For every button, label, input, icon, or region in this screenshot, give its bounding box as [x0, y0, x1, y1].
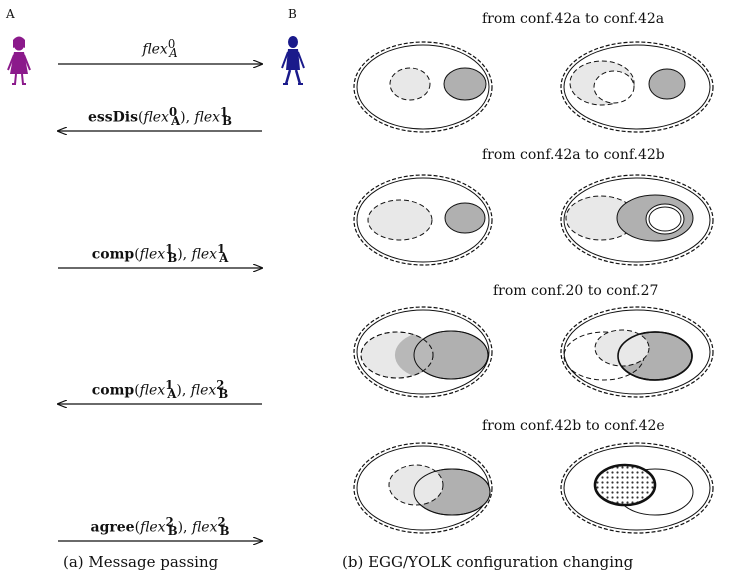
message-label-3: comp(flex1B), flex1A [91, 242, 229, 266]
person-a-icon [7, 36, 31, 85]
caption-egg-yolk: (b) EGG/YOLK configuration changing [342, 553, 634, 571]
transition-label-1: from conf.42a to conf.42a [482, 11, 665, 27]
egg-row3-before [353, 306, 493, 398]
egg-row3-after [560, 306, 714, 398]
egg-row4-after [560, 442, 714, 534]
party-a-label: A [6, 7, 15, 21]
yolk-uncertain [389, 67, 431, 101]
transition-label-2: from conf.42a to conf.42b [482, 147, 665, 163]
person-b-icon [281, 36, 305, 85]
message-label-1: flex0A [142, 37, 178, 61]
transition-label-4: from conf.42b to conf.42e [482, 418, 665, 434]
message-label-4: comp(flex1A), flex2B [91, 378, 229, 402]
egg-row2-after [560, 174, 714, 266]
egg-row4-before [353, 442, 493, 534]
egg-row1-after [560, 41, 714, 133]
party-b-label: B [288, 7, 297, 21]
yolk-certain [443, 67, 487, 101]
egg-row2-before [353, 174, 493, 266]
message-label-5: agree(flex2B), flex2B [90, 515, 230, 539]
transition-label-3: from conf.20 to conf.27 [493, 283, 659, 299]
egg-row1-before [353, 41, 493, 133]
caption-message-passing: (a) Message passing [63, 553, 219, 571]
message-label-2: essDis(flex0A), flex1B [87, 105, 233, 129]
